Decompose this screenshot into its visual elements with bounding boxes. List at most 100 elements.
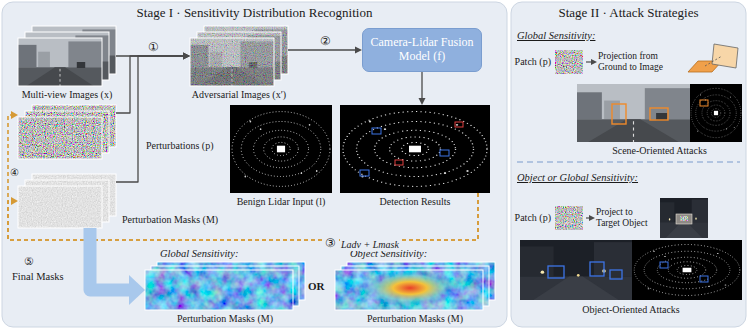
text-holder: Perturbations (p) (146, 140, 214, 152)
label-holder: ⑤ (24, 255, 34, 268)
detection-image (360, 170, 369, 176)
stage-two-art (700, 100, 708, 106)
mask-stack (18, 186, 102, 228)
caption-text: Patch (p) (505, 212, 551, 224)
mask-stack (18, 174, 116, 228)
detection-image (340, 105, 490, 193)
detection-image (340, 105, 490, 193)
lidar-image (230, 105, 332, 193)
adversarial-images (190, 38, 274, 86)
callout-number: ④ (9, 167, 20, 179)
stage-two-art (676, 214, 692, 224)
adversarial-images (190, 38, 274, 86)
stage-two-art (712, 44, 738, 68)
connector-line (90, 228, 129, 290)
text-holder: Adversarial Images (x′) (184, 89, 294, 101)
heatmap: Object Sensitivity:Perturbation Masks (M… (335, 262, 495, 310)
text-holder: Multi-view Images (x) (12, 89, 122, 101)
label-holder: ② (319, 31, 332, 49)
caption-text: Perturbation Masks (M) (145, 313, 305, 325)
stage-two-art (660, 262, 668, 268)
multi-view-images (18, 38, 102, 86)
stage-two-art (660, 198, 708, 238)
perturbation-stack (18, 117, 102, 159)
object-heatmap (335, 262, 495, 310)
adversarial-images (190, 38, 274, 86)
stage-panel: Stage I · Sensitivity Distribution Recog… (2, 2, 507, 327)
label-holder: Object or Global Sensitivity: (517, 172, 638, 184)
scene-image: Object-Oriented Attacks (520, 240, 742, 300)
caption-text: Stage II · Attack Strategies (511, 6, 746, 21)
perturbation-stack (18, 117, 102, 159)
text-holder: Camera-Lidar Fusion Model (f) (363, 29, 481, 71)
caption-text: Multi-view Images (x) (12, 89, 122, 101)
perturbation-stack (18, 105, 116, 159)
caption-text: Detection Results (360, 196, 470, 208)
connector (8, 193, 478, 240)
step-label: Final Masks (12, 271, 64, 283)
object-heatmap (335, 270, 483, 310)
heatmap: Global Sensitivity:Perturbation Masks (M… (145, 262, 305, 310)
global-heatmap (145, 270, 293, 310)
detection-image (372, 128, 381, 134)
text-holder: Global Sensitivity: (160, 248, 238, 260)
stage-two-art (705, 56, 722, 66)
stage-two-art (520, 240, 632, 300)
mask-stack: Perturbation Masks (M) (18, 174, 116, 228)
global-heatmap (145, 270, 293, 310)
text-holder: Benign Lidar Input (l) (226, 196, 336, 208)
illustration-part (511, 2, 746, 327)
stage-two-art (590, 262, 604, 276)
stage-two-art (517, 44, 742, 300)
stage-two-art (577, 84, 690, 142)
detection-image (455, 122, 463, 127)
patch-image: Patch (p) (555, 50, 583, 74)
connector-line (288, 49, 355, 50)
stage-two-art (632, 240, 742, 300)
stage-panel: Stage II · Attack StrategiesPatch (p) Sce… (511, 2, 746, 327)
label-holder: Project to Target Object (596, 207, 658, 229)
heading-text: Global Sensitivity: (160, 248, 238, 260)
text-holder: Perturbation Masks (M) (145, 313, 305, 325)
stage-two-art (589, 215, 595, 221)
callout-number: ① (147, 41, 160, 55)
illustration-part (2, 2, 507, 327)
caption-text: Perturbations (p) (146, 140, 214, 152)
stage-two-art (680, 216, 688, 221)
detection-image: Detection Results (340, 105, 490, 193)
connector (8, 111, 478, 240)
caption-text: Perturbation Masks (M) (335, 313, 495, 325)
stage-two-art (548, 266, 564, 278)
detection-image (395, 160, 403, 165)
image-stack: Multi-view Images (x) (18, 26, 116, 86)
text-holder: Stage I · Sensitivity Distribution Recog… (2, 6, 507, 21)
loss-label: Ladv + Lmask (340, 239, 400, 251)
stage-two-art (555, 50, 583, 74)
text-holder: Scene-Oriented Attacks (577, 145, 742, 157)
stage-two-art (610, 270, 622, 279)
label-holder: Projection from Ground to Image (598, 51, 682, 73)
caption-text: Perturbation Masks (M) (122, 214, 218, 226)
section-heading: Global Sensitivity: (517, 30, 595, 42)
arrow-head (129, 275, 145, 305)
perturbation-stack: Perturbations (p) (18, 105, 116, 159)
step-label: Projection from Ground to Image (598, 51, 682, 73)
label-holder: Ladv + Lmask (340, 234, 400, 252)
detection-image (440, 150, 449, 156)
stage-two-art (517, 161, 740, 162)
connector-line (421, 72, 422, 98)
connector (419, 72, 426, 105)
connector-line (8, 193, 478, 240)
patch-image: Patch (p) (555, 206, 583, 230)
multi-view-images (18, 38, 102, 86)
stage-two-art (650, 108, 668, 120)
stage-two-art (612, 104, 626, 124)
text-holder: Detection Results (360, 196, 470, 208)
connector (116, 53, 190, 183)
stage-two-art (690, 84, 742, 142)
label-holder: Final Masks (12, 271, 64, 283)
connector-line (116, 56, 183, 113)
or-label: OR (308, 280, 325, 293)
label-holder: ① (147, 37, 160, 55)
